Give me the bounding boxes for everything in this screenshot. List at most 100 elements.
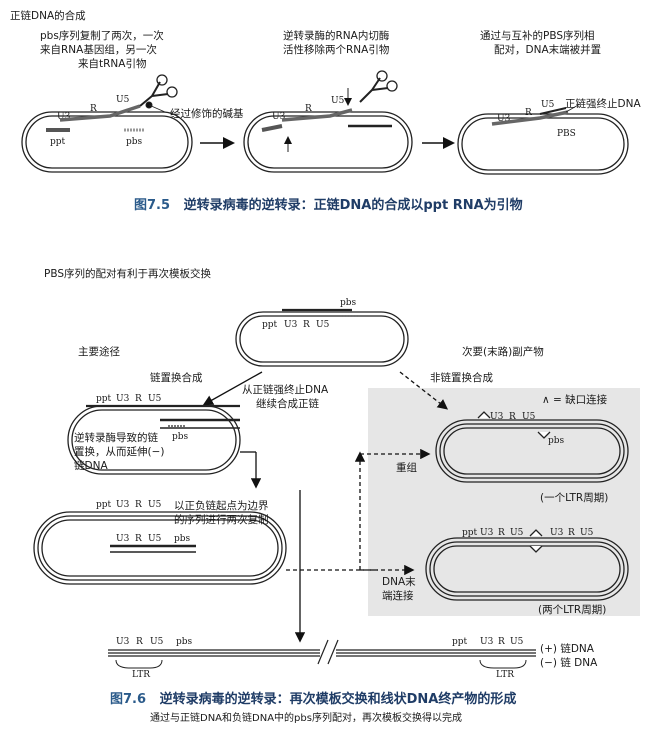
f2-d-u3: U3 [480,528,494,538]
f2-top-r: R [303,320,310,330]
f2-top-u3: U3 [284,320,298,330]
f2-final-r: R [136,637,143,647]
step1-note-line3: 来自tRNA引物 [78,58,147,70]
f2-d-u5-2: U5 [580,528,594,538]
plus-dna-label: (+) 链DNA [540,643,594,655]
fig2-subcaption: 通过与正链DNA和负链DNA中的pbs序列配对，再次模板交换得以完成 [150,713,462,724]
f1-pbs-1: pbs [126,137,143,147]
f2-final-u3: U3 [116,637,130,647]
f2-d-ppt: ppt [462,528,478,538]
f2-b-pbs: pbs [174,534,191,544]
f2-b-r: R [135,500,142,510]
arrow-secondary [399,371,449,410]
f2-d-u5: U5 [510,528,524,538]
f2-a-r: R [135,394,142,404]
fig1-genome-1 [21,74,193,173]
fig2-caption-text: 逆转录病毒的逆转录：再次模板交换和线状DNA终产物的形成 [159,692,517,707]
f1-u5-3: U5 [541,100,555,110]
f2-final-r-2: R [498,637,505,647]
fig1-caption-num: 图7.5 [134,198,171,213]
step2-note-line1: 逆转录酶的RNA内切酶 [283,30,390,42]
f2-c-pbs: pbs [548,436,565,446]
f2-c-r: R [509,412,516,422]
fig2-final-linear-dna [108,639,536,669]
fig1-caption: 图7.5 逆转录病毒的逆转录：正链DNA的合成以ppt RNA为引物 [134,194,523,213]
f2-b-ppt: ppt [96,500,112,510]
one-ltr-label: (一个LTR周期) [540,492,609,504]
fig2-caption-num: 图7.6 [110,692,147,707]
end-join-label-2: 端连接 [382,590,414,602]
f1-u5-1: U5 [116,95,130,105]
secondary-panel [368,388,640,616]
f2-a-u3: U3 [116,394,130,404]
f2-final-u5: U5 [150,637,164,647]
continue-label-2: 继续合成正链 [256,398,319,410]
displace-note-2: 置换，从而延伸(−) [74,446,165,458]
plus-strand-stop-label: 正链强终止DNA [565,98,641,110]
f2-top-pbs: pbs [340,298,357,308]
f2-d-r-2: R [568,528,575,538]
f2-c-u5: U5 [522,412,536,422]
f2-a-pbs: pbs [172,432,189,442]
fig1-heading: 正链DNA的合成 [10,10,86,22]
f2-final-pbs: pbs [176,637,193,647]
two-ltr-label: (两个LTR周期) [538,604,607,616]
f2-b-u3: U3 [116,500,130,510]
f2-b-u5-2: U5 [148,534,162,544]
f1-u3-1: U3 [57,112,71,122]
strand-displacement-label: 链置换合成 [150,372,203,384]
step2-note-line2: 活性移除两个RNA引物 [283,44,390,56]
f2-b-r-2: R [135,534,142,544]
modified-base-label: 经过修饰的碱基 [170,108,244,120]
fig1-caption-text: 逆转录病毒的逆转录：正链DNA的合成以ppt RNA为引物 [183,198,523,213]
fig2-top-genome [235,308,409,367]
boundary-note-1: 以正负链起点为边界 [174,500,269,512]
f1-u3-3: U3 [497,114,511,124]
displace-note-3: 链DNA [74,460,108,472]
nick-legend: ∧ = 缺口连接 [542,394,608,406]
f1-ppt-1: ppt [50,137,66,147]
f1-u5-2: U5 [331,96,345,106]
fig2-heading: PBS序列的配对有利于再次模板交换 [44,268,212,280]
fig2-caption: 图7.6 逆转录病毒的逆转录：再次模板交换和线状DNA终产物的形成 [110,688,516,707]
non-displacement-label: 非链置换合成 [430,372,493,384]
displace-note-1: 逆转录酶导致的链 [74,432,158,444]
fig1-genome-3 [457,103,629,175]
f2-d-u3-2: U3 [550,528,564,538]
f2-b-u3-2: U3 [116,534,130,544]
boundary-note-2: 的序列进行两次复制 [174,514,269,526]
arrow-main-pathway [202,371,263,406]
f2-ltr-right: LTR [496,670,515,680]
f2-top-u5: U5 [316,320,330,330]
f2-final-ppt: ppt [452,637,468,647]
fig2-left-genome-b [33,511,287,585]
f1-u3-2: U3 [272,112,286,122]
f2-top-ppt: ppt [262,320,278,330]
f2-c-u3: U3 [490,412,504,422]
recombination-label: 重组 [396,462,417,474]
f2-b-u5: U5 [148,500,162,510]
f2-a-u5: U5 [148,394,162,404]
fig2-right-genome-d [425,529,629,601]
f2-ltr-left: LTR [132,670,151,680]
main-pathway-label: 主要途径 [78,346,120,358]
step3-note-line1: 通过与互补的PBS序列相 [480,30,595,42]
f1-PBS: PBS [557,129,576,139]
f2-a-ppt: ppt [96,394,112,404]
f2-final-u3-2: U3 [480,637,494,647]
fig2-left-genome-a [67,404,241,475]
fig1-genome-2 [243,70,413,173]
end-join-label-1: DNA末 [382,576,416,588]
f1-r-1: R [90,104,97,114]
f2-final-u5-2: U5 [510,637,524,647]
f1-r-2: R [305,104,312,114]
fig2-right-genome-c [435,411,629,483]
step1-note-line2: 来自RNA基因组，另一次 [40,44,157,56]
f2-d-r: R [498,528,505,538]
continue-label-1: 从正链强终止DNA [242,384,329,396]
minus-dna-label: (−) 链 DNA [540,657,598,669]
f1-r-3: R [525,108,532,118]
secondary-product-label: 次要(末路)副产物 [462,346,544,358]
step3-note-line2: 配对，DNA末端被并置 [494,44,602,56]
